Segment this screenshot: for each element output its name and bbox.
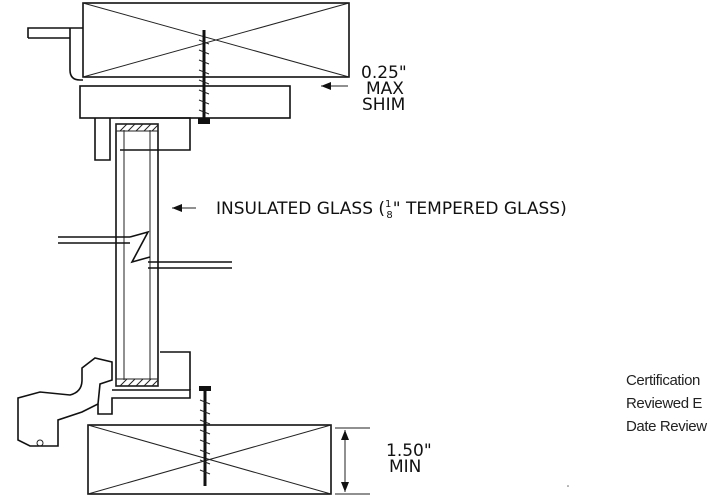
- head-screw: [198, 30, 210, 124]
- glass-arrow: [172, 204, 196, 212]
- header-blocking: [82, 2, 350, 78]
- min-dimension: [335, 427, 370, 495]
- wall-break-lines: [58, 230, 232, 269]
- upper-wall-profile: [27, 27, 83, 81]
- glass-frac-den: 8: [386, 210, 392, 221]
- shim-arrow: [321, 82, 348, 90]
- shim-label: SHIM: [362, 95, 405, 115]
- sill-frame-profile: [17, 357, 113, 447]
- head-jamb-plate: [79, 85, 291, 119]
- insulated-glass-unit: [115, 123, 159, 387]
- shim-value: 0.25": [361, 63, 407, 83]
- shim-max: MAX: [366, 79, 404, 99]
- sill-weep: [36, 439, 44, 447]
- stray-mark: [567, 485, 569, 487]
- certification-line: Certification: [626, 372, 700, 389]
- head-stop: [120, 117, 191, 151]
- reviewed-by-line: Reviewed E: [626, 395, 702, 412]
- date-reviewed-line: Date Review: [626, 418, 707, 435]
- min-label: MIN: [389, 457, 421, 477]
- glass-frac-num: 1: [385, 199, 391, 210]
- min-value: 1.50": [386, 441, 432, 461]
- sill-blocking: [87, 424, 332, 495]
- sill-stop: [160, 351, 191, 390]
- sill-screw: [199, 386, 211, 486]
- head-frame-leg: [94, 118, 111, 161]
